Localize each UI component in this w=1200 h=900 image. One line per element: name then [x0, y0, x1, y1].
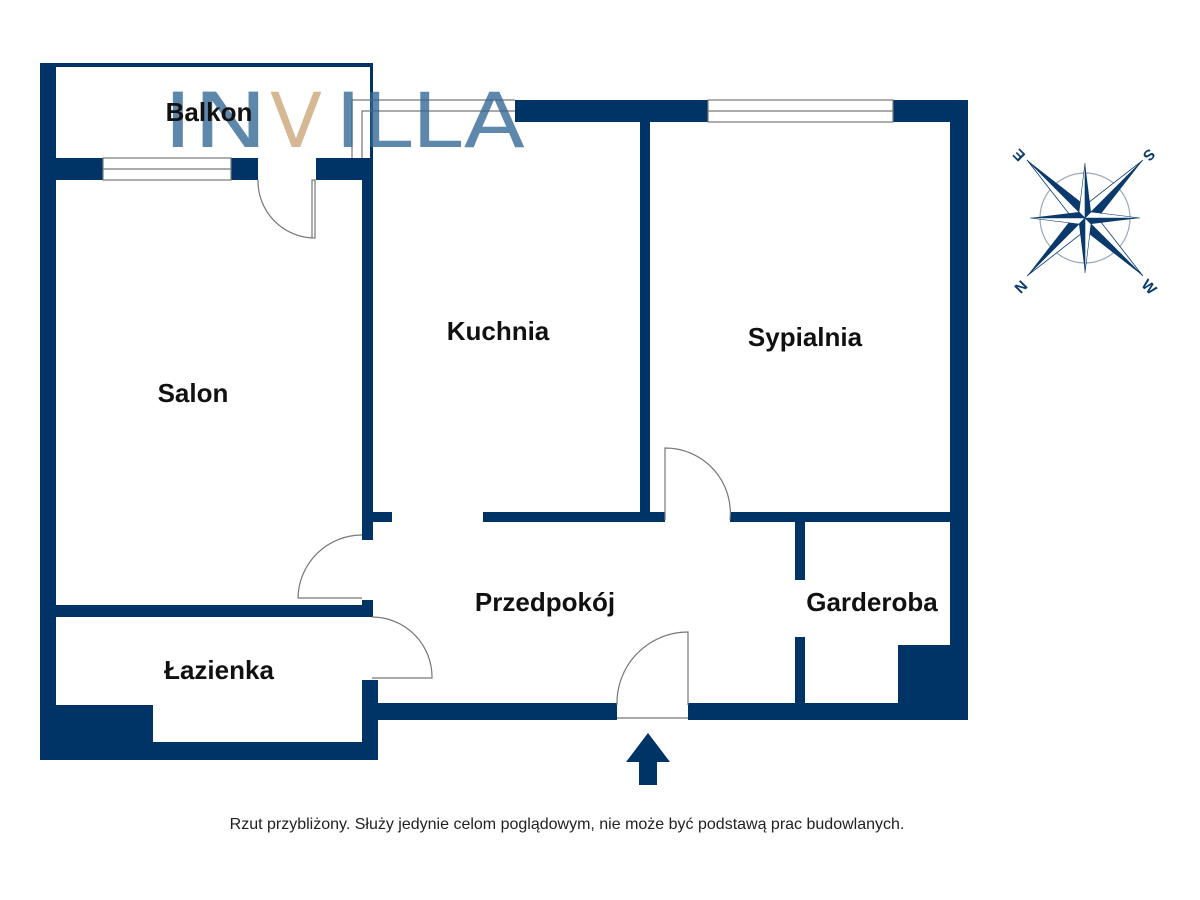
room-label-wardrobe: Garderoba: [806, 587, 938, 617]
entrance-arrow-icon: [626, 733, 670, 785]
walls: [40, 63, 968, 760]
disclaimer-text: Rzut przybliżony. Służy jedynie celom po…: [230, 816, 905, 833]
room-label-hallway: Przedpokój: [475, 587, 615, 617]
windows: [102, 99, 894, 181]
svg-text:V: V: [270, 76, 322, 165]
compass-label-n: N: [1012, 278, 1032, 298]
compass-rose-icon: E S N W: [1010, 145, 1161, 299]
room-label-bedroom: Sypialnia: [748, 322, 863, 352]
logo: IN V ILLA: [163, 76, 525, 165]
room-label-living-room: Salon: [158, 378, 229, 408]
compass-label-w: W: [1138, 276, 1161, 299]
compass-label-e: E: [1010, 145, 1029, 164]
room-label-kitchen: Kuchnia: [447, 316, 550, 346]
room-label-balcony: Balkon: [166, 97, 253, 127]
doors: [257, 179, 731, 719]
svg-text:IN: IN: [163, 76, 268, 165]
svg-text:ILLA: ILLA: [335, 76, 525, 165]
room-label-bathroom: Łazienka: [164, 655, 274, 685]
